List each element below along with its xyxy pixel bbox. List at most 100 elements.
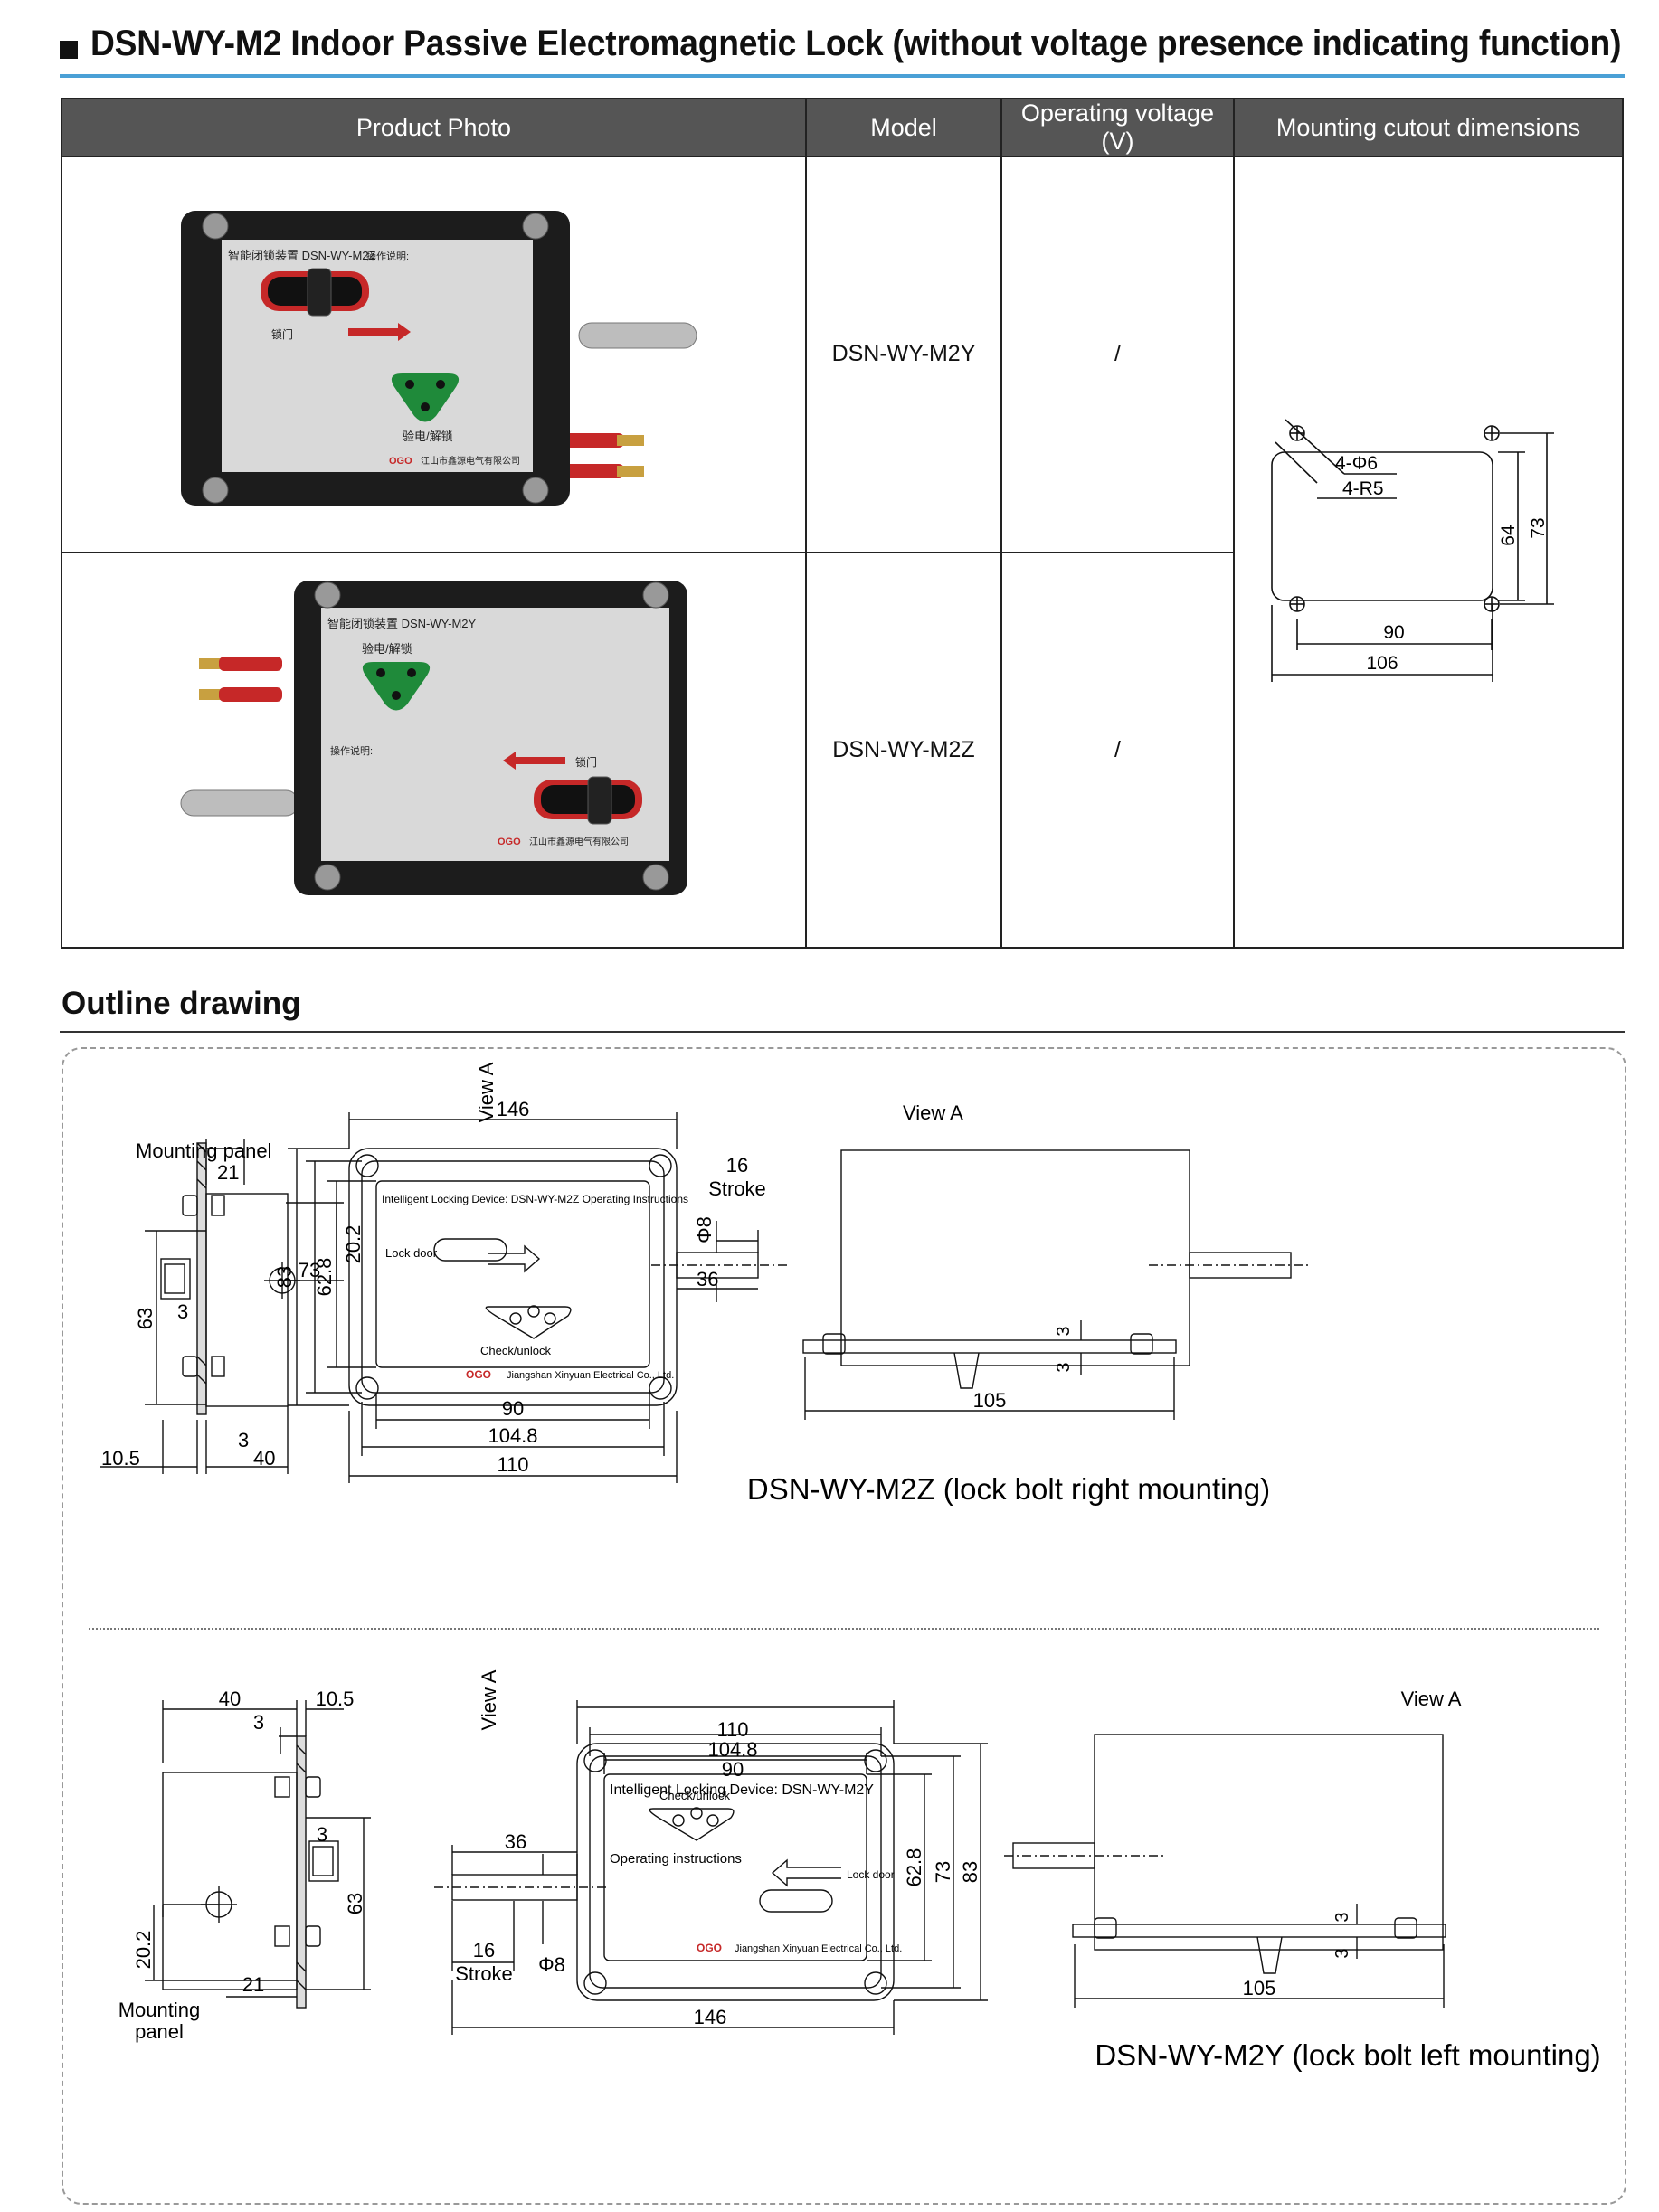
table-row: 智能闭锁装置 DSN-WY-M2Z 操作说明: 锁门 验电/解锁 OGO 江山市… [61,156,1625,949]
view-a-label: View A [903,1101,963,1124]
dim-10-5: 10.5 [101,1447,140,1470]
caption-m2y: DSN-WY-M2Y (lock bolt left mounting) [1095,2038,1600,2072]
wire-connector-icon [560,432,644,478]
mounting-panel-label-2: panel [135,2020,184,2043]
bolt-pin-icon [578,322,697,349]
dim-90: 90 [722,1758,744,1781]
photo-ops-text: 操作说明: [330,744,373,757]
photo-door-text: 锁门 [575,755,597,769]
drawing-divider [89,1628,1599,1630]
cutout-73: 73 [1528,517,1549,538]
dim-20-2: 20.2 [342,1225,365,1264]
drawing-brand: OGO [466,1368,491,1381]
photo-company: 江山市鑫源电气有限公司 [529,836,629,847]
voltage-cell: / [1000,156,1235,553]
header-operating-voltage: Operating voltage (V) [1000,98,1235,157]
mounting-panel-label-1: Mounting [118,1999,201,2021]
dim-104-8: 104.8 [707,1738,757,1761]
cutout-hole-label: 4-Φ6 [1335,453,1378,474]
key-slot-icon [260,268,369,317]
arrow-icon [502,752,565,770]
dim-3b: 3 [317,1823,327,1846]
drawing-label-title: Intelligent Locking Device: DSN-WY-M2Y [610,1782,874,1798]
label-plate [221,239,533,472]
key-slot-icon [759,1889,833,1913]
lock-side-body [162,1772,298,1990]
side-dim-105: 105 [1243,1977,1276,1999]
key-slot-icon [433,1238,507,1262]
drawing-lock-door: Lock door [847,1868,895,1881]
side-dim-3a: 3 [1332,1912,1352,1922]
dim-73: 73 [299,1259,320,1281]
view-a-marker: View A [475,1062,498,1122]
lock-side-body [205,1193,289,1407]
drawing-lock-door: Lock door [385,1246,438,1260]
stroke-label: Stroke [455,1962,513,1985]
header-model: Model [804,98,1002,157]
view-a-label: View A [1401,1687,1462,1710]
dim-21: 21 [242,1973,264,1996]
drawing-company: Jiangshan Xinyuan Electrical Co., Ltd. [735,1943,902,1954]
view-a-marker: View A [478,1669,500,1730]
dim-16: 16 [726,1154,748,1177]
title-bullet-icon [60,41,78,59]
mounting-panel-label: Mounting panel [136,1139,271,1162]
dim-110: 110 [497,1453,528,1476]
outline-heading: Outline drawing [62,986,301,1021]
cutout-106: 106 [1366,653,1398,674]
page-title-bar: DSN-WY-M2 Indoor Passive Electromagnetic… [58,20,1623,74]
label-plate [375,1180,650,1368]
outline-frame [62,1047,1626,2205]
photo-cell: 智能闭锁装置 DSN-WY-M2Y 验电/解锁 操作说明: 锁门 OGO 江山市… [61,551,807,949]
dim-83: 83 [273,1266,296,1288]
page-title: DSN-WY-M2 Indoor Passive Electromagnetic… [90,24,1622,63]
dim-36: 36 [505,1830,526,1853]
drawing-company: Jiangshan Xinyuan Electrical Co., Ltd. [507,1370,674,1381]
drawing-operating-instructions: Operating instructions [610,1851,742,1867]
dim-62-8: 62.8 [313,1258,336,1297]
side-dim-105: 105 [973,1389,1007,1412]
photo-check-text: 验电/解锁 [362,642,412,656]
side-dim-3a: 3 [1054,1326,1074,1336]
model-cell: DSN-WY-M2Z [804,551,1002,949]
screw-icon [314,581,669,891]
cutout-radius-label: 4-R5 [1342,478,1384,499]
drawing-check-unlock: Check/unlock [480,1344,552,1357]
dim-104-8: 104.8 [488,1424,537,1447]
voltage-cell: / [1000,551,1235,949]
cutout-drawing: 4-Φ6 4-R5 64 73 90 106 [1271,419,1554,682]
dim-phi8: Φ8 [693,1216,716,1243]
dim-3a: 3 [177,1300,188,1323]
table-row: 智能闭锁装置 DSN-WY-M2Y 验电/解锁 操作说明: 锁门 OGO 江山市… [61,551,1623,949]
dim-10-5: 10.5 [316,1687,355,1710]
drawing-label-title: Intelligent Locking Device: DSN-WY-M2Z O… [382,1193,688,1205]
wire-connector-icon [198,657,282,703]
table-header-row: Product Photo Model Operating voltage (V… [61,98,1625,157]
dim-36: 36 [697,1268,718,1290]
header-product-photo: Product Photo [61,98,807,157]
arrow-icon [488,1244,541,1273]
product-photo-m2y: 智能闭锁装置 DSN-WY-M2Y 验电/解锁 操作说明: 锁门 OGO 江山市… [180,581,687,896]
dim-3b: 3 [238,1429,249,1451]
dim-63: 63 [134,1308,156,1329]
outline-rule [60,1031,1625,1033]
dim-phi8: Φ8 [538,1953,565,1976]
side-dim-3b: 3 [1332,1948,1352,1958]
dim-90: 90 [502,1397,524,1420]
dim-62-8: 62.8 [903,1848,925,1887]
check-knob-icon [485,1306,572,1339]
photo-label-title: 智能闭锁装置 DSN-WY-M2Y [327,617,477,630]
dim-40: 40 [219,1687,241,1710]
dim-16: 16 [473,1939,495,1961]
photo-ops-text: 操作说明: [366,250,409,262]
side-dim-3b: 3 [1054,1362,1074,1372]
photo-check-text: 验电/解锁 [403,430,453,443]
drawing-brand: OGO [697,1942,722,1954]
photo-brand: OGO [389,456,412,467]
cutout-64: 64 [1498,525,1519,546]
dim-83: 83 [959,1861,981,1883]
photo-label-title: 智能闭锁装置 DSN-WY-M2Z [228,249,376,262]
drawing-check-unlock: Check/unlock [659,1789,731,1802]
arrow-icon [347,322,411,341]
dim-21: 21 [217,1161,239,1184]
